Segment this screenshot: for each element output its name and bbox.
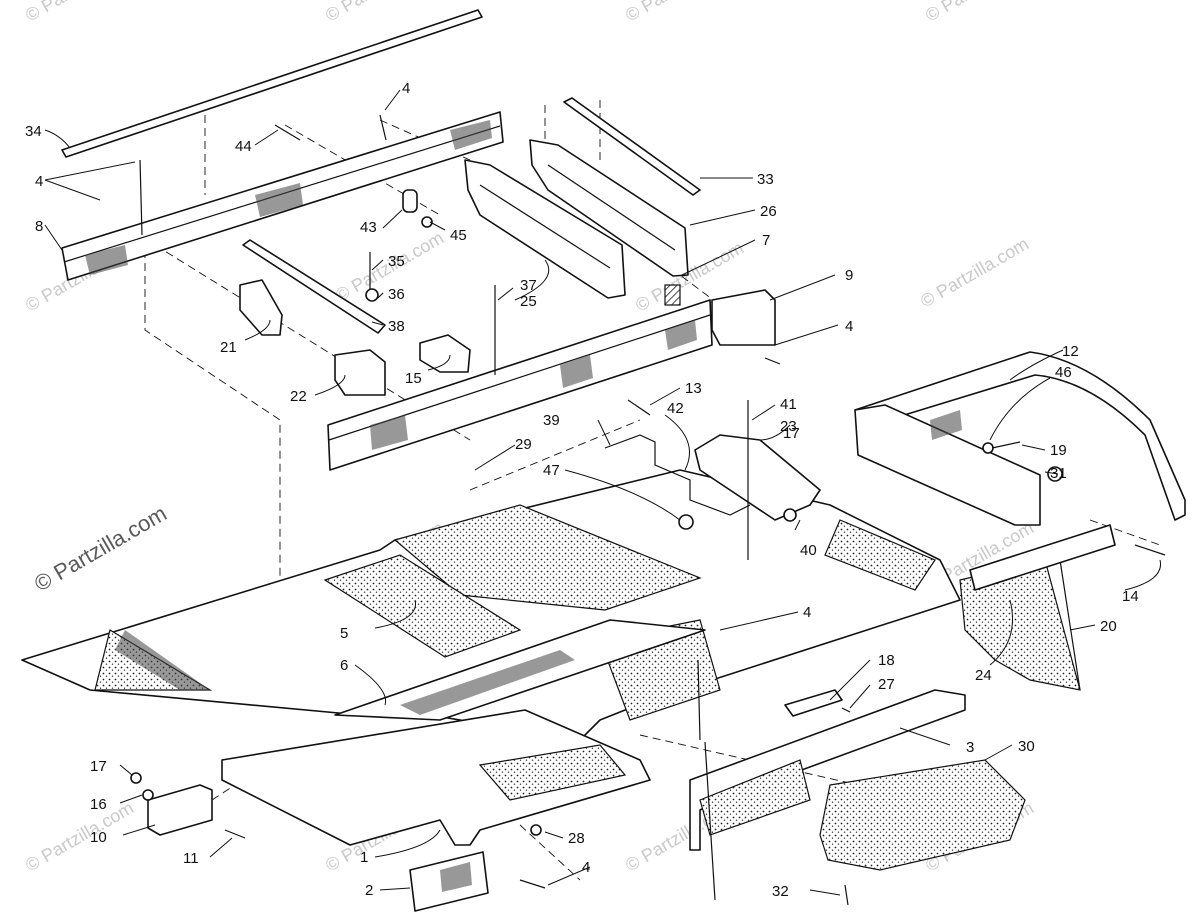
part-22-bracket [334,349,386,396]
callout-24: 24 [975,667,992,684]
part-deck [21,469,961,741]
callout-47: 47 [543,462,560,479]
callout-39: 39 [543,412,560,429]
callout-43: 43 [360,219,377,236]
callout-14: 14 [1122,588,1139,605]
watermark-text: © Partzilla.com [622,0,737,25]
watermark-text: © Partzilla.com [22,0,137,25]
callout-8: 8 [35,218,43,235]
callout-44: 44 [235,138,252,155]
callout-25: 25 [520,293,537,310]
callout-15: 15 [405,370,422,387]
callout-31: 31 [1050,465,1067,482]
callout-1: 1 [360,849,368,866]
callout-45: 45 [450,227,467,244]
callout-33: 33 [757,171,774,188]
part-6-decal [334,619,706,721]
callout-30: 30 [1018,738,1035,755]
part-7-clip [664,284,681,306]
watermark-text: © Partzilla.com [22,797,137,875]
fasteners [130,114,1166,906]
watermark-text: © Partzilla.com [917,233,1032,311]
callout-3: 3 [966,739,974,756]
callout-13: 13 [685,380,702,397]
callout-19: 19 [1050,442,1067,459]
part-3-rail [689,689,966,851]
callout-36: 36 [388,286,405,303]
part-front-rail [327,299,713,471]
part-26-bracket [529,139,689,277]
callout-2: 2 [365,882,373,899]
callout-23: 23 [780,418,797,435]
part-5-mat [323,554,522,658]
part-15-bracket [419,334,471,373]
watermark-text: © Partzilla.com [322,0,437,25]
callout-38: 38 [388,318,405,335]
callout-labels: 1 2 3 4 4 4 4 4 5 6 7 8 9 10 11 12 13 14… [25,80,1139,900]
callout-7: 7 [762,232,770,249]
callout-9: 9 [845,267,853,284]
watermark-text: © Partzilla.com [922,0,1037,25]
leader-lines [44,89,1162,896]
part-39-rod [604,434,751,516]
callout-26: 26 [760,203,777,220]
callout-27: 27 [878,676,895,693]
part-14-rod [969,524,1116,591]
part-8-rail [61,111,504,281]
callout-34: 34 [25,123,42,140]
callout-41: 41 [780,396,797,413]
callout-32: 32 [772,883,789,900]
callout-35: 35 [388,253,405,270]
callout-21: 21 [220,339,237,356]
callout-22: 22 [290,388,307,405]
callout-20: 20 [1100,618,1117,635]
part-30-footrest [819,759,1026,871]
part-2-plate [409,851,489,912]
part-25-bracket [464,159,626,299]
part-18-reflector [784,689,843,717]
callout-17: 17 [90,758,107,775]
callout-29: 29 [515,436,532,453]
part-1-running-board [221,709,651,846]
callout-4: 4 [803,604,811,621]
part-10-block [147,784,213,836]
callout-17: 17 [783,425,800,442]
callout-46: 46 [1055,364,1072,381]
part-33-rod [563,97,701,196]
callout-6: 6 [340,657,348,674]
callout-12: 12 [1062,343,1079,360]
part-21-bracket [239,279,283,336]
part-12-grab-bar [854,351,1186,526]
callout-40: 40 [800,542,817,559]
callout-4: 4 [35,173,43,190]
callout-18: 18 [878,652,895,669]
callout-28: 28 [568,830,585,847]
callout-42: 42 [667,400,684,417]
callout-10: 10 [90,829,107,846]
callout-4: 4 [582,859,590,876]
callout-4: 4 [845,318,853,335]
watermark-main-text: © Partzilla.com [30,501,171,597]
part-34-rod [61,9,483,158]
callout-11: 11 [183,850,199,867]
callout-37: 37 [520,277,537,294]
part-23-bracket [694,434,821,522]
callout-16: 16 [90,796,107,813]
part-38-arm [242,239,386,334]
part-9-plate [711,289,776,346]
callout-4: 4 [402,80,410,97]
callout-5: 5 [340,625,348,642]
